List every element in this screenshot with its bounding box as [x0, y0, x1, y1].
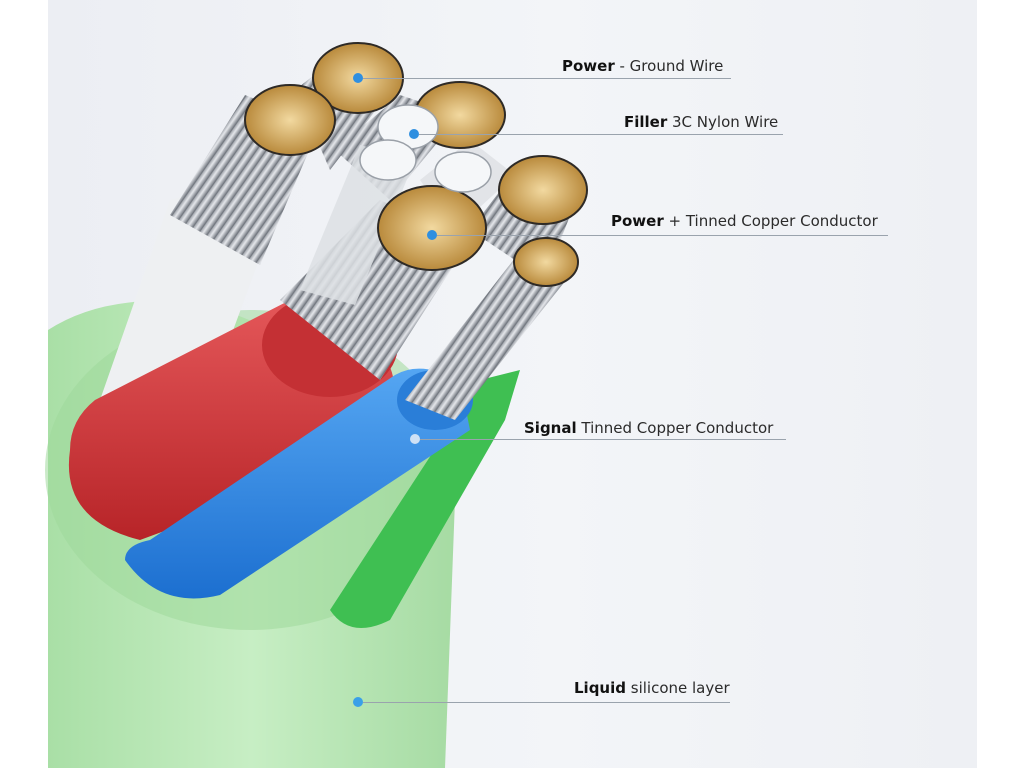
callout-power-plus: Power + Tinned Copper Conductor — [611, 212, 878, 230]
callout-dot-signal — [410, 434, 420, 444]
callout-dot-power-plus — [427, 230, 437, 240]
callout-dot-power-ground — [353, 73, 363, 83]
callout-dot-liquid — [353, 697, 363, 707]
callout-power-ground: Power - Ground Wire — [562, 57, 724, 75]
green-insulated-conductor — [330, 370, 520, 628]
leader-line-power-ground — [363, 78, 731, 79]
leader-line-liquid — [363, 702, 730, 703]
copper-strand-ends — [244, 42, 588, 287]
leader-line-power-plus — [437, 235, 888, 236]
callout-liquid: Liquid silicone layer — [574, 679, 730, 697]
callout-filler: Filler 3C Nylon Wire — [624, 113, 779, 131]
leader-line-signal — [420, 439, 786, 440]
callout-signal: Signal Tinned Copper Conductor — [524, 419, 774, 437]
callout-dot-filler — [409, 129, 419, 139]
leader-line-filler — [419, 134, 783, 135]
white-insulated-conductor — [100, 194, 270, 432]
